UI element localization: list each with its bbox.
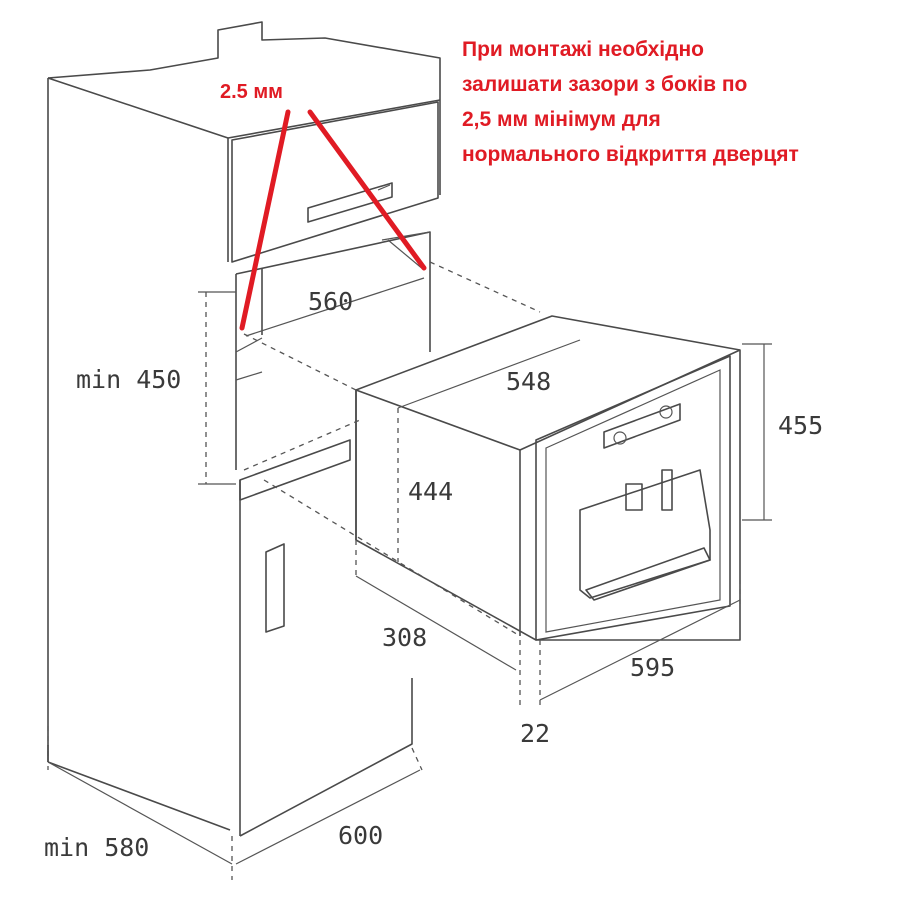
drawer-handle: [307, 182, 393, 223]
door-handle: [265, 543, 285, 633]
dispenser-recess: [579, 469, 711, 599]
note-line: При монтажі необхідно: [462, 38, 704, 61]
right-knob-icon: [659, 405, 673, 419]
dim-appliance-body-depth: 308: [382, 623, 427, 652]
dim-niche-width: 560: [308, 287, 353, 316]
note-line: нормального відкриття дверцят: [462, 143, 799, 166]
dim-appliance-front-height: 455: [778, 411, 823, 440]
dim-niche-height: min 450: [76, 365, 181, 394]
cabinet: [47, 21, 441, 837]
left-knob-icon: [613, 431, 627, 445]
note-line: залишати зазори з боків по: [462, 73, 748, 96]
drip-tray: [585, 547, 711, 601]
installation-note: При монтажі необхідно залишати зазори з …: [462, 32, 900, 172]
dim-appliance-depth: 548: [506, 367, 551, 396]
dashed-guides: [243, 261, 541, 637]
drawer-front: [231, 101, 439, 263]
right-gap-marker: [307, 109, 427, 271]
dim-appliance-front-width: 595: [630, 653, 675, 682]
dimension-lines: [47, 277, 772, 880]
dim-appliance-body-height: 444: [408, 477, 453, 506]
dim-front-offset: 22: [520, 719, 550, 748]
spout: [625, 483, 643, 511]
door-top: [239, 439, 351, 501]
dim-cabinet-width: 600: [338, 821, 383, 850]
appliance-front: [535, 355, 731, 641]
left-gap-marker: [239, 109, 291, 331]
note-line: 2,5 мм мінімум для: [462, 108, 661, 131]
dim-cabinet-depth: min 580: [44, 833, 149, 862]
gap-markers: [239, 109, 427, 331]
control-panel: [603, 403, 681, 449]
gap-label: 2.5 мм: [220, 81, 283, 103]
